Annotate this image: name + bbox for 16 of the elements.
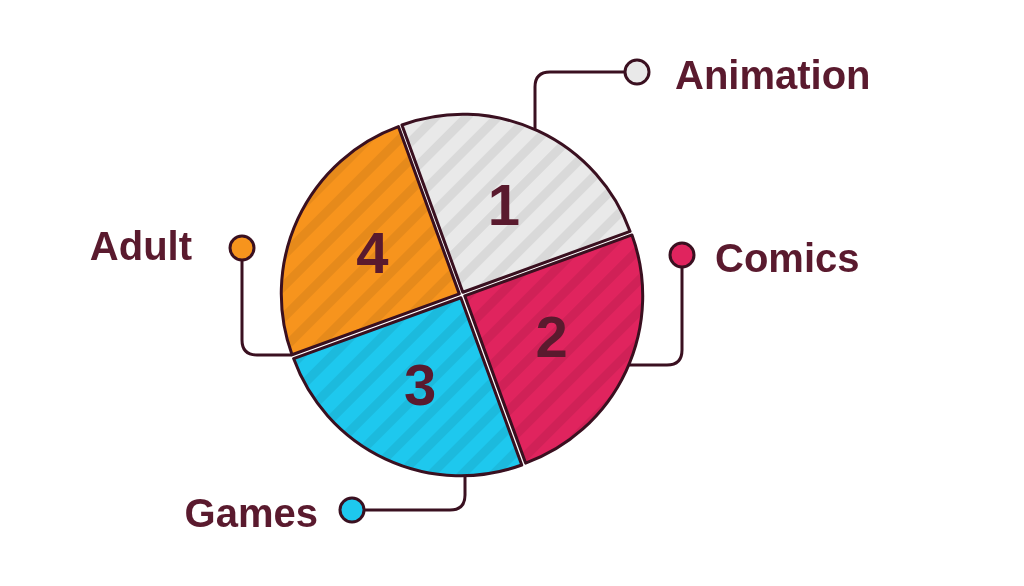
piece-number: 4 (356, 224, 389, 283)
puzzle-piece (462, 233, 642, 465)
category-label: Animation (675, 55, 871, 95)
category-label: Games (184, 493, 318, 533)
piece-number: 3 (404, 355, 437, 414)
piece-number: 1 (487, 176, 520, 235)
leader-line (533, 58, 651, 130)
puzzle-piece (282, 125, 462, 357)
leader-line (228, 234, 292, 357)
leader-line (338, 475, 467, 524)
piece-number: 2 (535, 307, 568, 366)
puzzle-piece (292, 295, 524, 475)
category-label: Adult (89, 226, 192, 266)
category-label: Comics (715, 238, 860, 278)
puzzle-piece (400, 115, 632, 295)
leader-line (628, 241, 696, 367)
